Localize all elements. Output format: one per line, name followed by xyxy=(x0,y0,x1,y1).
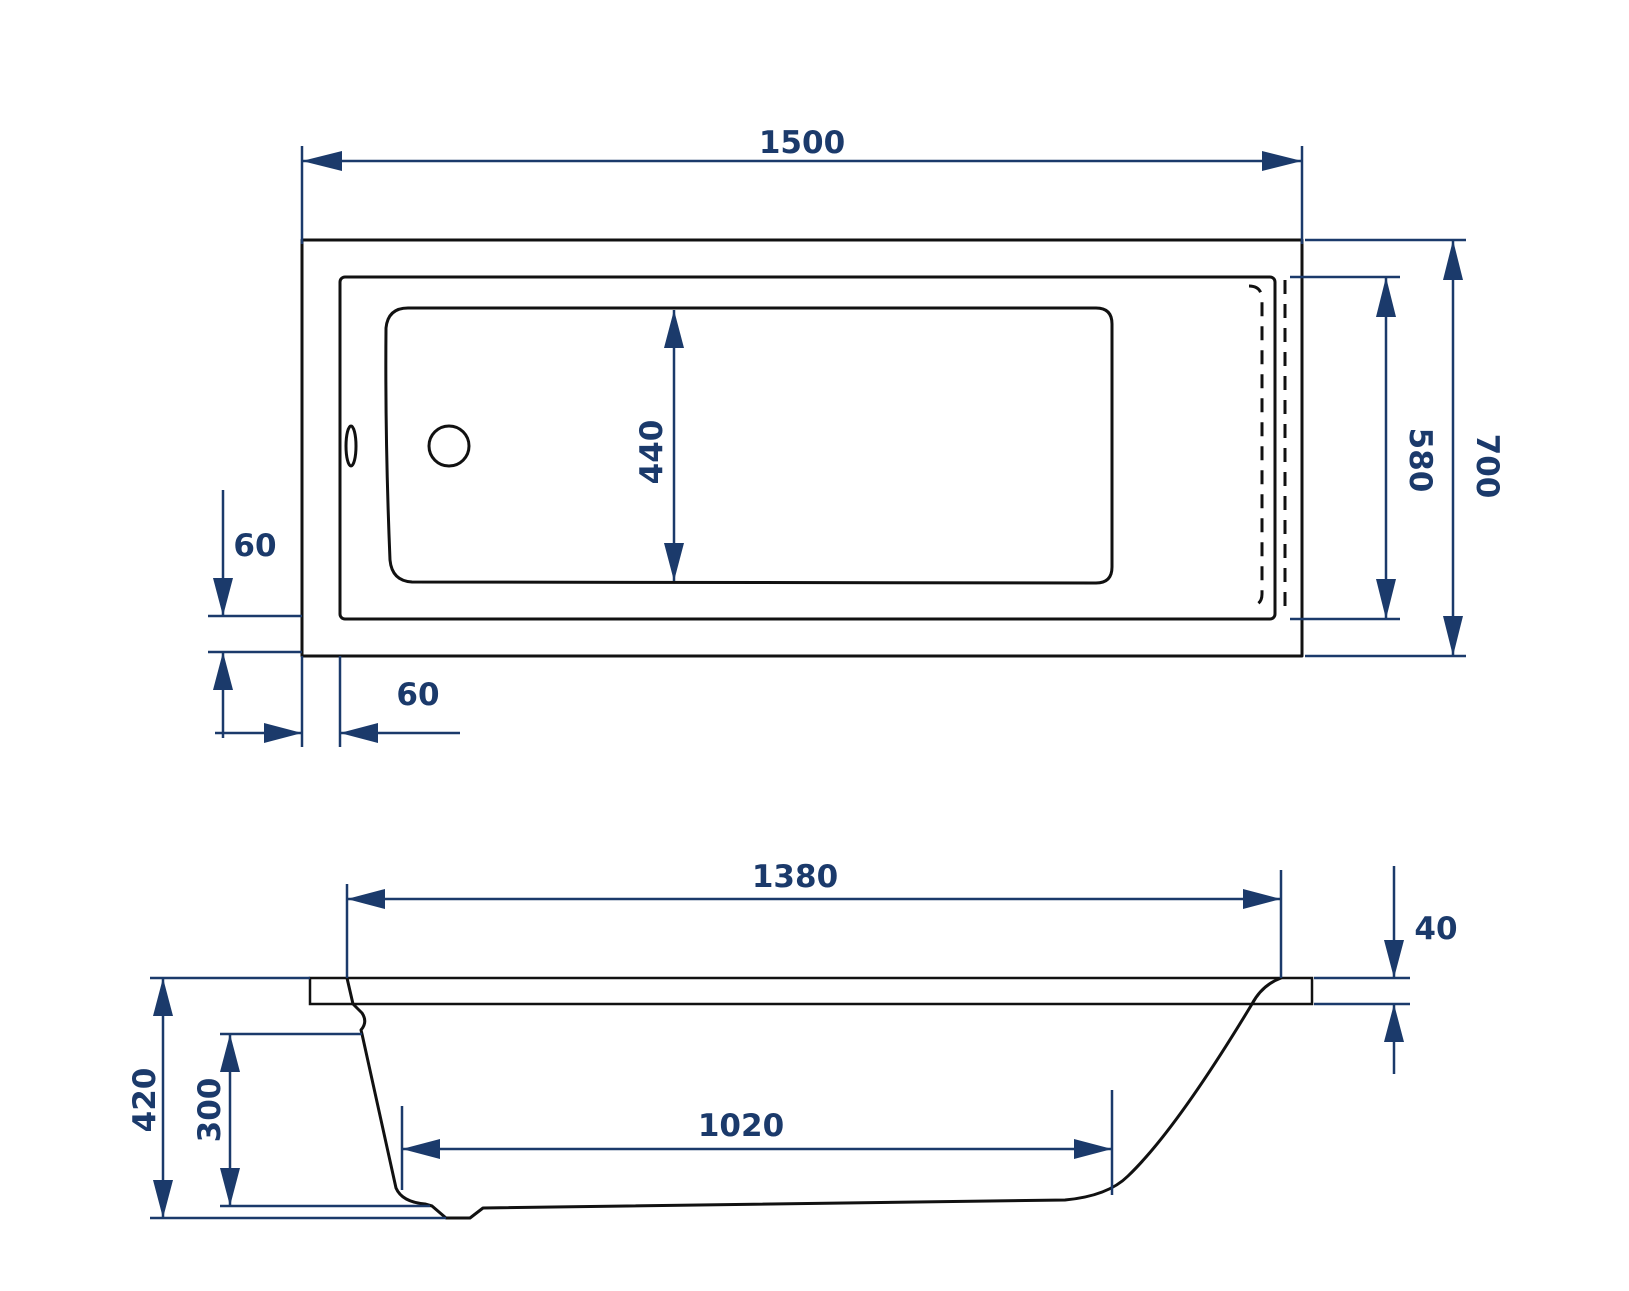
arrowhead xyxy=(1384,1004,1404,1042)
dimension-rim-end: 60 xyxy=(215,656,460,747)
dimension-total-height: 420 xyxy=(127,976,446,1220)
label-inner-width: 580 xyxy=(1402,428,1438,493)
arrowhead xyxy=(213,652,233,690)
arrowhead xyxy=(153,1180,173,1218)
arrowhead xyxy=(340,723,378,743)
tub-body-profile xyxy=(345,976,1283,1220)
dimension-overall-length: 1500 xyxy=(300,125,1304,244)
arrowhead xyxy=(1074,1139,1112,1159)
label-rim-thickness: 40 xyxy=(1414,911,1457,947)
dimension-inner-length: 1380 xyxy=(345,859,1283,978)
headrest-dashed-outline xyxy=(1248,284,1264,608)
basin-outline xyxy=(384,306,1114,585)
arrowhead xyxy=(1443,240,1463,280)
arrowhead xyxy=(302,151,342,171)
label-rim-end: 60 xyxy=(396,677,439,713)
label-inner-depth: 300 xyxy=(192,1078,228,1143)
tub-outer-outline xyxy=(300,238,1304,658)
drain-icon xyxy=(427,424,471,468)
arrowhead xyxy=(1262,151,1302,171)
label-inner-length: 1380 xyxy=(752,859,838,895)
arrowhead xyxy=(347,889,385,909)
top-view: 1500 700 580 440 xyxy=(208,125,1505,747)
overflow-icon xyxy=(344,424,358,468)
dimension-bottom-length: 1020 xyxy=(400,1090,1114,1195)
dimension-rim-thickness: 40 xyxy=(1314,866,1458,1074)
label-total-height: 420 xyxy=(127,1068,163,1133)
label-overall-width: 700 xyxy=(1469,434,1505,499)
label-basin-width: 440 xyxy=(634,420,670,485)
dimension-overall-width: 700 xyxy=(1305,238,1505,658)
arrowhead xyxy=(1443,616,1463,656)
dimension-basin-width: 440 xyxy=(634,310,684,581)
dimension-rim-side: 60 xyxy=(208,490,302,738)
label-rim-side: 60 xyxy=(233,528,276,564)
rim-profile xyxy=(308,976,1314,1006)
arrowhead xyxy=(153,978,173,1016)
arrowhead xyxy=(1376,277,1396,317)
arrowhead xyxy=(264,723,302,743)
arrowhead xyxy=(1243,889,1281,909)
dimension-inner-width: 580 xyxy=(1290,275,1438,621)
tub-rim-inner-outline xyxy=(338,275,1277,621)
arrowhead xyxy=(664,310,684,348)
arrowhead xyxy=(220,1168,240,1206)
arrowhead xyxy=(1376,579,1396,619)
arrowhead xyxy=(664,543,684,581)
arrowhead xyxy=(1384,940,1404,978)
arrowhead xyxy=(220,1034,240,1072)
side-view: 1380 1020 420 300 xyxy=(127,859,1458,1220)
arrowhead xyxy=(213,578,233,616)
dimension-inner-depth: 300 xyxy=(192,1032,430,1208)
arrowhead xyxy=(402,1139,440,1159)
label-bottom-length: 1020 xyxy=(698,1108,784,1144)
label-overall-length: 1500 xyxy=(759,125,845,161)
